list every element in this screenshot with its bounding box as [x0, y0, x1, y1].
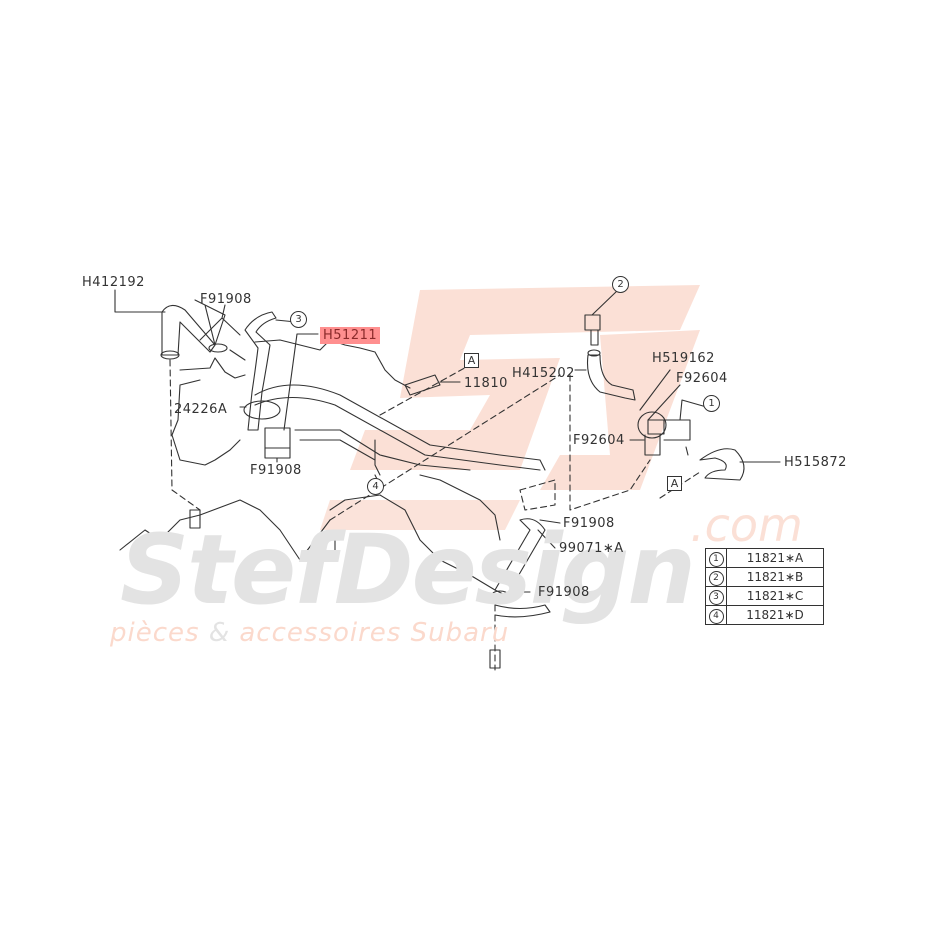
- leader-h412192: [114, 289, 166, 313]
- callout-f91908-low: F91908: [538, 585, 590, 600]
- callout-f92604-upper: F92604: [676, 371, 728, 386]
- callout-f92604-lower: F92604: [573, 433, 625, 448]
- callout-h415202: H415202: [512, 366, 575, 381]
- hose-3: [244, 311, 277, 431]
- tagline-ampersand: &: [208, 618, 231, 648]
- circle-marker-2: 2: [612, 276, 629, 293]
- legend-row: 1 11821∗A: [705, 548, 824, 568]
- hose-h412192: [161, 304, 216, 356]
- legend-code: 11821∗B: [726, 567, 824, 587]
- callout-f91908-left-bottom: F91908: [250, 463, 302, 478]
- callout-h412192: H412192: [82, 275, 145, 290]
- legend-code: 11821∗A: [726, 548, 824, 568]
- callout-h519162: H519162: [652, 351, 715, 366]
- watermark-brand: StefDesign: [120, 514, 696, 626]
- reference-box-a: A: [464, 353, 479, 368]
- legend-row: 4 11821∗D: [705, 605, 824, 625]
- legend-code: 11821∗D: [726, 605, 824, 625]
- hose-h415202: [586, 354, 636, 401]
- callout-24226a: 24226A: [174, 402, 228, 417]
- tagline-part1: pièces: [110, 618, 200, 648]
- reference-box-a: A: [667, 476, 682, 491]
- circle-marker-4: 4: [367, 478, 384, 495]
- tagline-part2: accessoires Subaru: [239, 618, 510, 648]
- legend-row: 2 11821∗B: [705, 567, 824, 587]
- sensor-11810: [404, 374, 441, 396]
- part-legend-table: 1 11821∗A 2 11821∗B 3 11821∗C 4 11821∗D: [705, 548, 824, 625]
- watermark-tagline: pièces & accessoires Subaru: [110, 618, 509, 648]
- pipe-4: [254, 384, 546, 471]
- circle-marker-1: 1: [703, 395, 720, 412]
- callout-11810: 11810: [464, 376, 508, 391]
- engine-outline: [171, 339, 411, 466]
- watermark-logo: [320, 285, 700, 530]
- legend-key: 4: [708, 608, 724, 624]
- legend-key: 1: [708, 551, 724, 567]
- callout-h515872: H515872: [784, 455, 847, 470]
- dashed-leaders: [169, 359, 701, 671]
- legend-key: 2: [708, 570, 724, 586]
- legend-key: 3: [708, 589, 724, 605]
- legend-code: 11821∗C: [726, 586, 824, 606]
- callout-h51211-highlighted[interactable]: H51211: [320, 327, 381, 344]
- callout-f91908-top: F91908: [200, 292, 252, 307]
- legend-row: 3 11821∗C: [705, 586, 824, 606]
- circle-marker-3: 3: [290, 311, 307, 328]
- hose-99071a: [494, 518, 546, 596]
- callout-99071a: 99071∗A: [559, 541, 624, 556]
- watermark-tld: .com: [690, 498, 803, 552]
- hose-h515872: [699, 448, 745, 481]
- callout-f91908-mid: F91908: [563, 516, 615, 531]
